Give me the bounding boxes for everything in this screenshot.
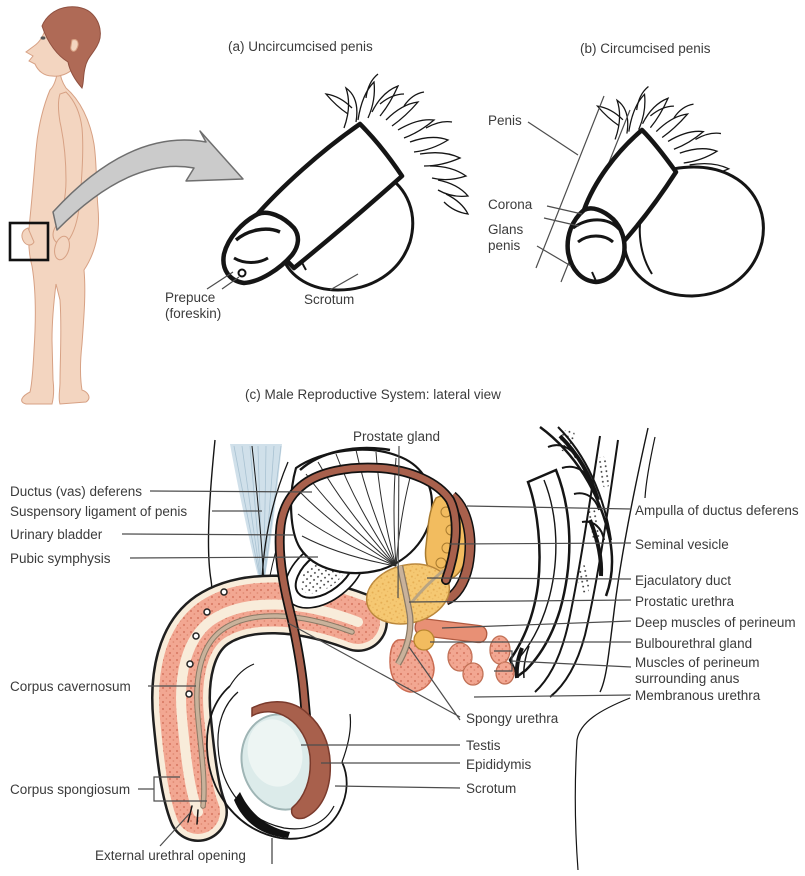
focus-box	[8, 221, 50, 262]
leader-prepuce	[206, 271, 240, 290]
label-ejaculatory-duct: Ejaculatory duct	[635, 573, 732, 588]
leader-scrotum-c	[334, 785, 461, 789]
label-deep-muscles-perineum: Deep muscles of perineum	[635, 615, 796, 630]
leader-ampulla	[466, 505, 632, 510]
label-ampulla: Ampulla of ductus deferens	[635, 503, 799, 518]
leader-seminal-vesicle	[449, 542, 632, 545]
leader-ductus-deferens	[149, 490, 313, 493]
leader-prostate-gland	[397, 445, 400, 599]
label-bulbourethral-gland: Bulbourethral gland	[635, 636, 753, 651]
label-prostate-gland: Prostate gland	[353, 429, 441, 444]
panel-c-illustration	[121, 425, 656, 871]
leader-lines-ab	[206, 121, 583, 291]
label-muscles-perineum-anus: Muscles of perineum surrounding anus	[635, 655, 760, 686]
leader-glans	[536, 245, 572, 267]
leader-prostatic-urethra	[408, 599, 632, 603]
panel-a-title: (a) Uncircumcised penis	[228, 39, 373, 54]
glans-b	[565, 206, 627, 285]
label-glans-penis: Glans penis	[488, 222, 524, 253]
label-membranous-urethra: Membranous urethra	[635, 688, 761, 703]
label-prostatic-urethra: Prostatic urethra	[635, 594, 735, 609]
label-seminal-vesicle: Seminal vesicle	[635, 537, 729, 552]
label-spongy-urethra: Spongy urethra	[466, 711, 559, 726]
perineum-structures	[389, 618, 515, 693]
prostate	[365, 563, 451, 666]
label-suspensory-ligament: Suspensory ligament of penis	[10, 504, 188, 519]
leader-corona	[543, 205, 583, 227]
label-external-urethral-opening: External urethral opening	[95, 848, 246, 863]
leader-external-urethral-opening	[159, 812, 191, 847]
leader-ejaculatory-duct	[426, 577, 632, 580]
sacrum	[534, 428, 619, 698]
label-ductus-deferens: Ductus (vas) deferens	[10, 484, 143, 499]
panel-b-title: (b) Circumcised penis	[580, 41, 711, 56]
label-prepuce: Prepuce (foreskin)	[165, 290, 222, 321]
leader-muscles-perineum	[494, 650, 632, 672]
label-pubic-symphysis: Pubic symphysis	[10, 551, 111, 566]
leader-lines	[121, 445, 632, 847]
callout-arrow	[52, 130, 244, 231]
leader-deep-muscles	[441, 620, 632, 629]
human-figure	[8, 6, 101, 405]
leader-scrotum-a	[329, 273, 359, 291]
leader-urinary-bladder	[121, 533, 295, 536]
bulbourethral-gland	[413, 629, 435, 651]
label-corpus-cavernosum: Corpus cavernosum	[10, 679, 131, 694]
panel-a-illustration	[221, 73, 469, 292]
label-urinary-bladder: Urinary bladder	[10, 527, 103, 542]
label-scrotum-a: Scrotum	[304, 292, 355, 307]
leader-pubic-symphysis	[129, 556, 319, 559]
figure-genital	[21, 227, 35, 246]
scrotum-lateral	[206, 663, 352, 864]
rectum	[508, 468, 571, 679]
leader-penis	[527, 121, 579, 156]
ejaculatory-duct	[410, 568, 445, 603]
label-epididymis: Epididymis	[466, 757, 532, 772]
label-corpus-spongiosum: Corpus spongiosum	[10, 782, 131, 797]
colon	[539, 425, 614, 597]
panel-b-illustration	[535, 85, 765, 298]
leader-spongy-urethra	[287, 622, 461, 721]
prepuce-a	[221, 210, 301, 286]
anus	[514, 647, 524, 679]
epididymis	[251, 701, 332, 820]
ductus-deferens	[274, 462, 461, 747]
suspensory-ligament	[230, 444, 305, 592]
leader-corpus-spongiosum	[138, 776, 207, 802]
panel-c-title: (c) Male Reproductive System: lateral vi…	[245, 387, 501, 402]
label-testis: Testis	[466, 738, 501, 753]
dorsal-vessels	[185, 588, 228, 698]
label-scrotum-c: Scrotum	[466, 781, 517, 796]
abdomen-line	[205, 439, 216, 608]
label-penis: Penis	[488, 113, 522, 128]
leader-membranous-urethra	[473, 694, 632, 698]
label-corona: Corona	[488, 197, 533, 212]
testis-shadow	[234, 792, 290, 838]
